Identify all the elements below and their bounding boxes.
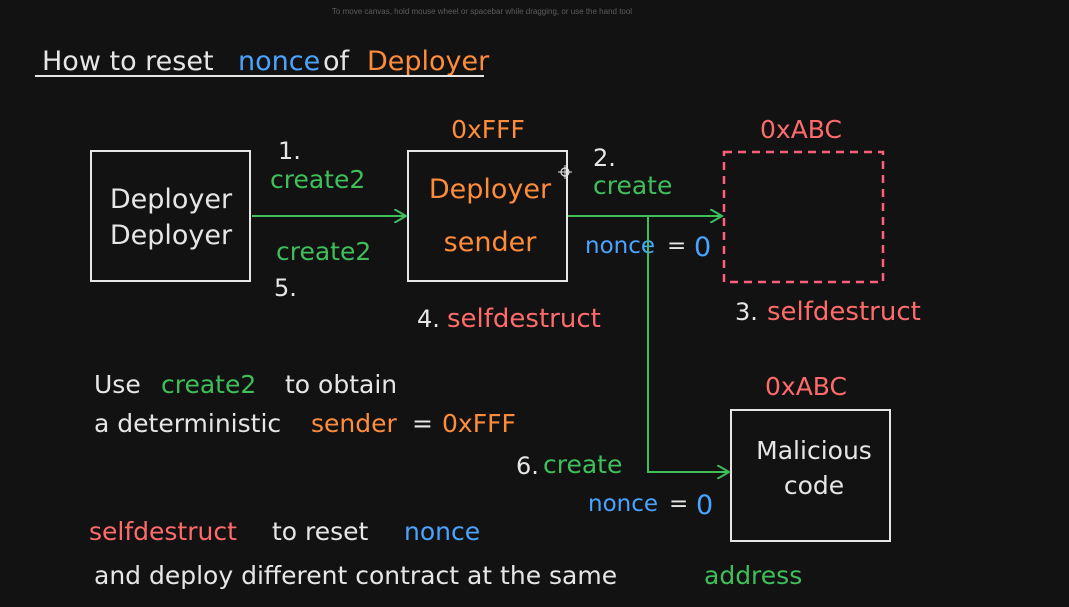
summary: selfdestruct to reset nonce and deploy d… (89, 517, 802, 590)
equals-1: = (667, 233, 686, 259)
title-prefix: How to reset (42, 46, 214, 77)
step3-number: 3. (735, 298, 758, 326)
zero-2: 0 (696, 490, 713, 521)
summary-address: address (704, 561, 802, 590)
equals-2: = (669, 491, 688, 517)
sender-box-line1: Deployer (429, 174, 552, 205)
step4-number: 4. (417, 305, 440, 333)
explanation-eq: = (412, 409, 433, 438)
create-arrow-6 (647, 216, 729, 472)
step3-label: selfdestruct (767, 297, 921, 327)
explanation-addr: 0xFFF (442, 409, 516, 438)
target-address-label: 0xABC (760, 115, 842, 144)
explanation-create2: create2 (161, 370, 256, 399)
title-of: of (323, 46, 351, 77)
step2-label: create (593, 171, 672, 200)
deployer-deployer-line2: Deployer (110, 220, 233, 251)
move-cursor-icon (558, 165, 572, 179)
step2-number: 2. (593, 144, 616, 172)
step6-label: create (543, 450, 622, 479)
explanation: Use create2 to obtain a deterministic se… (94, 370, 516, 438)
step1-number: 1. (278, 137, 301, 165)
sender-address-label: 0xFFF (451, 115, 525, 144)
step6-number: 6. (516, 452, 539, 480)
malicious-line1: Malicious (756, 436, 872, 465)
step5-number: 5. (274, 274, 297, 302)
title-deployer: Deployer (367, 46, 490, 77)
sender-box-line2: sender (444, 227, 538, 258)
explanation-line2-prefix: a deterministic (94, 409, 281, 438)
malicious-line2: code (784, 471, 844, 500)
step5-label: create2 (276, 237, 371, 266)
summary-line2-prefix: and deploy different contract at the sam… (94, 561, 617, 590)
deployer-deployer-box[interactable] (90, 150, 251, 282)
deployer-sender-box[interactable] (407, 150, 568, 282)
summary-nonce: nonce (404, 517, 480, 546)
zero-1: 0 (694, 232, 711, 263)
title: How to reset nonce of Deployer (35, 46, 490, 77)
nonce-label-2: nonce (588, 491, 658, 517)
malicious-address-label: 0xABC (765, 372, 847, 401)
explanation-rest: to obtain (285, 370, 397, 399)
destroyed-contract-box[interactable] (722, 150, 885, 284)
nonce-label-1: nonce (585, 233, 655, 259)
step1-label: create2 (270, 165, 365, 194)
malicious-code-box[interactable] (730, 409, 891, 542)
summary-selfdestruct: selfdestruct (89, 517, 237, 546)
explanation-sender: sender (311, 409, 398, 438)
summary-mid: to reset (272, 517, 369, 546)
step4-label: selfdestruct (447, 304, 601, 334)
deployer-deployer-line1: Deployer (110, 184, 233, 215)
canvas-hint: To move canvas, hold mouse wheel or spac… (331, 7, 633, 16)
title-nonce: nonce (238, 46, 320, 77)
explanation-use: Use (94, 370, 141, 399)
